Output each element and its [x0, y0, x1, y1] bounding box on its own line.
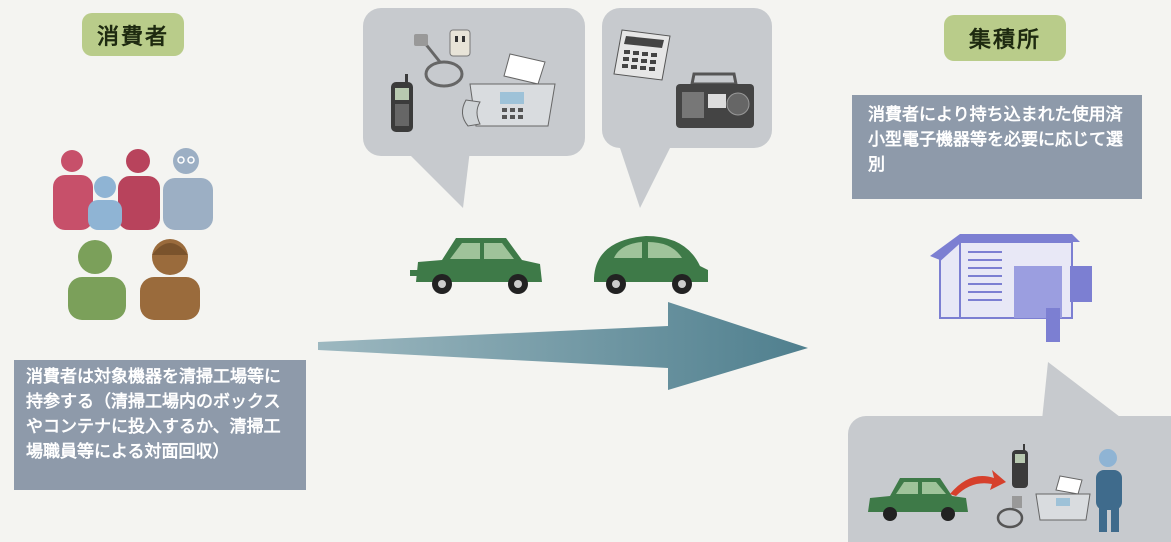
flow-arrow [318, 302, 810, 392]
warehouse-icon [920, 226, 1100, 346]
charger-outlet-icon [994, 494, 1026, 530]
family-icon [50, 145, 220, 230]
worker-icon [1090, 448, 1130, 532]
bubble-tail-right [618, 142, 678, 210]
compact-car-icon [590, 230, 712, 296]
consumer-title: 消費者 [82, 13, 184, 56]
bubble-tail-bottom [1040, 362, 1130, 422]
fax-phone-icon [460, 54, 560, 132]
cellphone-icon [1010, 444, 1032, 490]
collection-site-description: 消費者により持ち込まれた使用済小型電子機器等を必要に応じて選別 [852, 95, 1142, 199]
elderly-couple-icon [60, 235, 210, 320]
radio-cassette-icon [674, 74, 756, 130]
consumer-description: 消費者は対象機器を清掃工場等に持参する（清掃工場内のボックスやコンテナに投入する… [14, 360, 306, 490]
collection-site-title: 集積所 [944, 15, 1066, 61]
bubble-tail-left [405, 150, 475, 210]
fax-phone-icon [1032, 476, 1092, 522]
sedan-car-icon [410, 232, 545, 296]
calculator-icon [612, 30, 674, 82]
